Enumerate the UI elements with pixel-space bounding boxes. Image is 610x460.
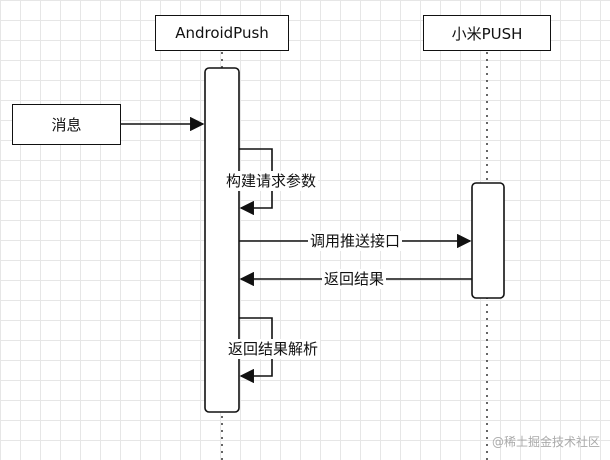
- label-call-push-api: 调用推送接口: [308, 231, 403, 251]
- label-return-result: 返回结果: [322, 269, 387, 289]
- watermark: @稀土掘金技术社区: [491, 435, 600, 449]
- label-build-params: 构建请求参数: [224, 171, 319, 191]
- participant-xiaomi-push: 小米PUSH: [423, 15, 551, 51]
- label-parse-result: 返回结果解析: [226, 339, 321, 359]
- message-input-box: 消息: [12, 104, 121, 145]
- android-activation-bar: [204, 67, 240, 413]
- participant-androidpush: AndroidPush: [155, 15, 289, 51]
- xiaomi-activation-bar: [471, 182, 505, 299]
